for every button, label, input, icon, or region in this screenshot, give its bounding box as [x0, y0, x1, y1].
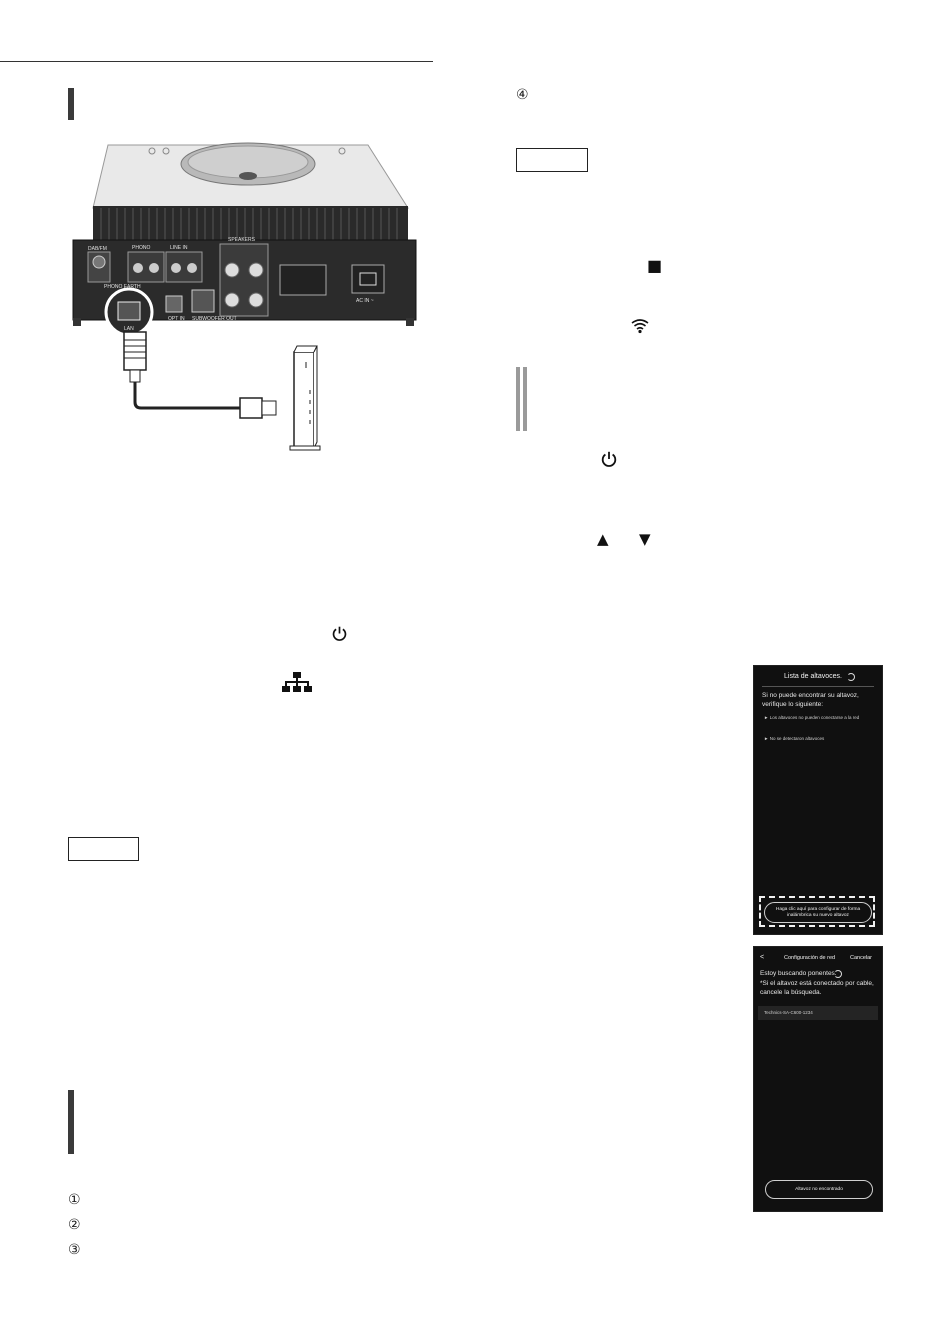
label-phono-earth: PHONO EARTH — [104, 284, 141, 290]
screen-title: Lista de altavoces. — [754, 673, 872, 680]
cable-hint-line1: *Si el altavoz está conectado por cable, — [760, 980, 874, 987]
stop-icon: ■ — [647, 256, 663, 275]
help-message: Si no puede encontrar su altavoz, verifi… — [762, 692, 859, 708]
highlight-dashed-box — [759, 896, 875, 927]
speaker-not-found-label: Altavoz no encontrado — [795, 1187, 843, 1192]
section-heading-bar-right-a — [516, 367, 520, 431]
section-heading-bar — [68, 88, 74, 120]
wired-network-icon — [282, 672, 312, 692]
setup-wireless-line1: Haga clic aquí para configurar de forma — [775, 906, 861, 912]
device-heatsink — [93, 206, 408, 240]
note-box-right — [516, 148, 588, 172]
back-button[interactable]: < — [760, 954, 765, 961]
top-rule — [0, 61, 433, 62]
lan-cable — [133, 382, 240, 410]
device-name: Technics-SA-C600-1234 — [764, 1010, 813, 1015]
help-item-not-detected[interactable]: ► No se detectaron altavoces — [764, 736, 825, 741]
app-screen-network-setup: < Configuración de red Cancelar Estoy bu… — [753, 946, 883, 1212]
power-icon-right — [601, 451, 617, 467]
cable-plug-device — [123, 331, 147, 371]
label-subwoofer: SUBWOOFER OUT — [192, 316, 237, 322]
cable-plug-router — [239, 397, 263, 419]
step-2-marker: ② — [68, 1217, 81, 1233]
step-4-marker: ④ — [516, 87, 529, 103]
down-arrow-icon: ▼ — [639, 530, 651, 548]
setup-wireless-button[interactable]: Haga clic aquí para configurar de forma … — [764, 902, 872, 923]
label-line-in: LINE IN — [170, 245, 188, 251]
title-divider — [762, 686, 874, 687]
cancel-button[interactable]: Cancelar — [850, 955, 873, 961]
loading-spinner-icon — [847, 673, 855, 681]
label-lan: LAN — [124, 326, 134, 332]
power-icon — [332, 626, 347, 641]
label-dab-fm: DAB/FM — [88, 246, 107, 252]
router — [293, 351, 315, 449]
label-phono: PHONO — [132, 245, 150, 251]
step-3-marker: ③ — [68, 1242, 81, 1258]
setup-wireless-line2: inalámbrica su nuevo altavoz — [787, 912, 849, 918]
lan-port — [117, 301, 141, 321]
label-optical: OPT IN — [168, 316, 185, 322]
note-box-left — [68, 837, 139, 861]
help-item-network[interactable]: ► Los altavoces no pueden conectarse a l… — [764, 715, 860, 720]
speaker-not-found-button[interactable]: Altavoz no encontrado — [765, 1180, 873, 1199]
wifi-icon — [631, 319, 649, 334]
up-arrow-icon: ▲ — [597, 530, 609, 548]
app-screen-speaker-list: Lista de altavoces. Si no puede encontra… — [753, 665, 883, 935]
cable-hint-line2: cancele la búsqueda. — [760, 989, 822, 996]
section-heading-bar-2 — [68, 1090, 74, 1154]
searching-text: Estoy buscando ponentes. — [760, 970, 837, 977]
label-speakers: SPEAKERS — [228, 237, 256, 243]
device-connection-illustration: DAB/FM PHONO LINE IN SPEAKERS AC IN ~ LA… — [72, 142, 417, 451]
screen-title-text: Lista de altavoces. — [784, 673, 842, 680]
section-heading-bar-right-b — [523, 367, 527, 431]
cable-hint: *Si el altavoz está conectado por cable,… — [760, 979, 878, 997]
device-row[interactable]: Technics-SA-C600-1234 — [758, 1006, 878, 1020]
label-ac-in: AC IN ~ — [356, 298, 374, 304]
screen-title: Configuración de red — [784, 955, 836, 961]
step-1-marker: ① — [68, 1192, 81, 1208]
loading-spinner-icon-2 — [834, 970, 842, 978]
